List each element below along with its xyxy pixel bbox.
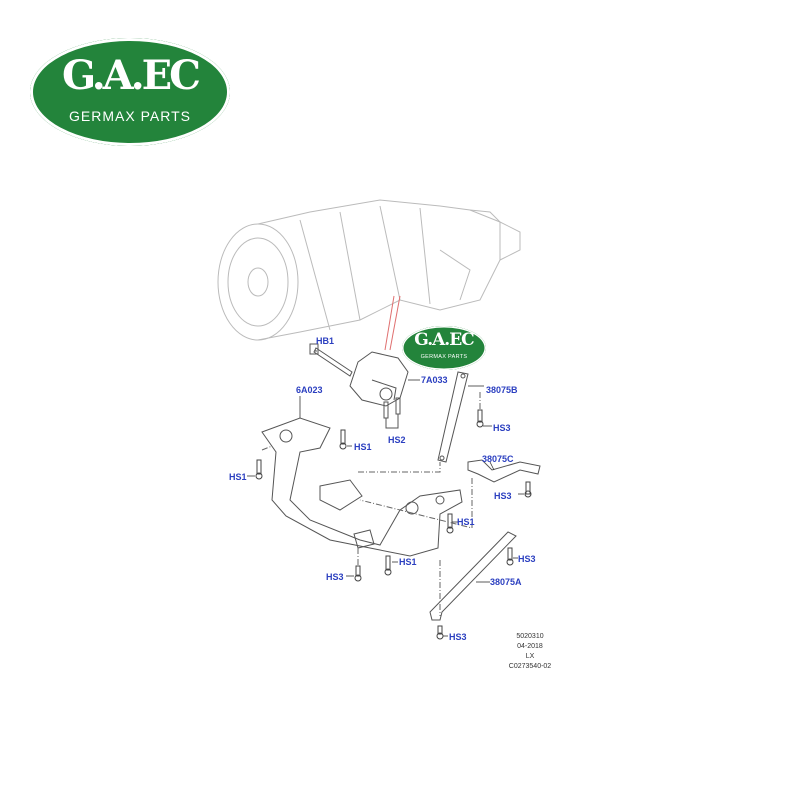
label-hs3-d: HS3 xyxy=(326,572,344,582)
diagram-date: 04-2018 xyxy=(517,643,543,650)
diagram-ref-number: 5020310 xyxy=(516,633,544,640)
alignment-lines xyxy=(261,392,481,616)
brace-38075a xyxy=(429,531,517,621)
label-hs3-b: HS3 xyxy=(494,491,512,501)
watermark-logo-oval xyxy=(402,326,486,370)
watermark-logo: G.A.EC GERMAX PARTS xyxy=(402,326,486,370)
diagram-model-code: LX xyxy=(525,653,535,660)
germax-parts-logo: G.A.EC GERMAX PARTS xyxy=(30,38,230,146)
diagram-illustration-id: C0273540-02 xyxy=(508,663,552,670)
label-38075c: 38075C xyxy=(482,454,514,464)
crossmember-6a023 xyxy=(261,417,463,557)
logo-mark: G.A.EC xyxy=(62,52,201,99)
label-hs3-e: HS3 xyxy=(449,632,467,642)
watermark-logo-mark: G.A.EC xyxy=(414,330,474,350)
bolts-hs xyxy=(255,409,532,640)
label-hs1-a: HS1 xyxy=(354,442,372,452)
label-38075b: 38075B xyxy=(486,385,518,395)
leader-lines xyxy=(247,350,524,637)
logo-subtitle: GERMAX PARTS xyxy=(69,108,191,124)
bolts-hs2 xyxy=(383,397,401,429)
label-hs1-d: HS1 xyxy=(399,557,417,567)
label-hs3-c: HS3 xyxy=(518,554,536,564)
diagram-reference-info: 5020310 04-2018 LX C0273540-02 xyxy=(500,632,560,672)
label-38075a: 38075A xyxy=(490,577,522,587)
strut-38075b xyxy=(437,371,469,463)
label-7a033: 7A033 xyxy=(421,375,448,385)
label-hb1: HB1 xyxy=(316,336,335,346)
label-6a023: 6A023 xyxy=(296,385,323,395)
watermark-logo-subtitle: GERMAX PARTS xyxy=(420,354,468,360)
bolt-hb1 xyxy=(309,343,353,377)
label-hs2: HS2 xyxy=(388,435,406,445)
label-hs1-c: HS1 xyxy=(457,517,475,527)
logo-oval xyxy=(30,38,230,146)
label-hs1-b: HS1 xyxy=(229,472,247,482)
label-hs3-a: HS3 xyxy=(493,423,511,433)
transmission-illustration xyxy=(217,199,521,341)
brace-38075c xyxy=(467,459,541,483)
